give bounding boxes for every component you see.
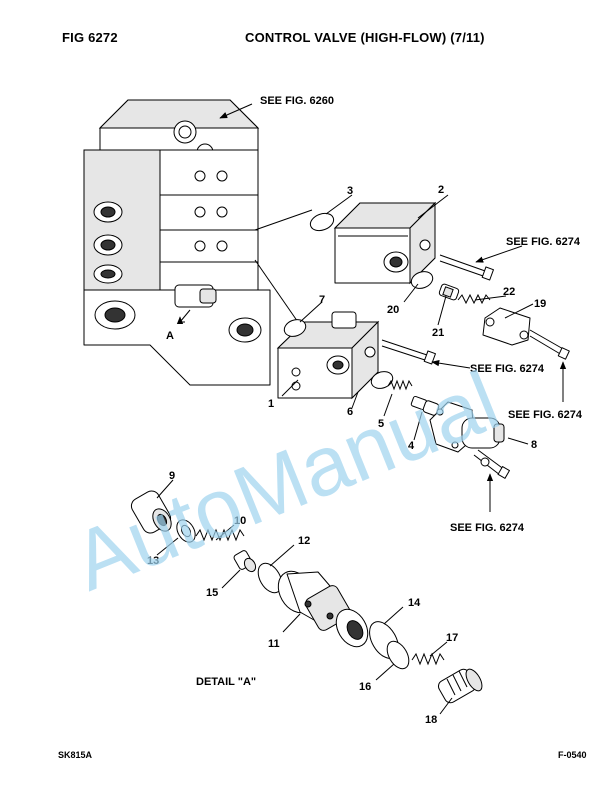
sheet-number: SK815A (58, 750, 93, 760)
callout-5: 5 (378, 418, 384, 430)
callout-17: 17 (446, 632, 458, 644)
callout-2: 2 (438, 184, 444, 196)
part-6-o-ring (370, 371, 394, 389)
reference-fig-6274-d: SEE FIG. 6274 (450, 522, 525, 534)
part-17-spring (411, 652, 445, 666)
part-22-spring (457, 293, 491, 305)
callout-8: 8 (531, 439, 537, 451)
part-10-spring (195, 528, 245, 542)
part-4-poppet (410, 395, 440, 416)
callout-7: 7 (319, 294, 325, 306)
detail-label: DETAIL "A" (196, 676, 256, 688)
part-20-o-ring (410, 271, 434, 289)
callout-19: 19 (534, 298, 546, 310)
part-21-fitting (438, 283, 460, 301)
part-3-o-ring (309, 212, 335, 232)
part-15-poppet (233, 550, 257, 573)
reference-fig-6274-b: SEE FIG. 6274 (470, 363, 545, 375)
callout-16: 16 (359, 681, 371, 693)
figure-code: F-0540 (558, 750, 587, 760)
callout-4: 4 (408, 440, 415, 452)
callout-12: 12 (298, 535, 310, 547)
part-7-o-ring (283, 319, 307, 337)
part-9-plug (130, 490, 172, 534)
part-2-valve-block (333, 201, 437, 285)
reference-fig-6274-c: SEE FIG. 6274 (508, 409, 583, 421)
part-12-o-ring (257, 562, 283, 594)
callout-14: 14 (408, 597, 421, 609)
callout-20: 20 (387, 304, 399, 316)
callout-3: 3 (347, 185, 353, 197)
callout-15: 15 (206, 587, 218, 599)
part-2-bolt (439, 254, 494, 281)
callout-10: 10 (234, 515, 246, 527)
callout-18: 18 (425, 714, 437, 726)
callout-leaders (156, 194, 534, 715)
detail-view-letter: A (166, 330, 174, 342)
part-16-o-ring (386, 640, 410, 670)
reference-fig-6274-a: SEE FIG. 6274 (506, 236, 581, 248)
callout-13: 13 (147, 555, 159, 567)
part-5-spring (387, 379, 413, 391)
part-1-valve-block (276, 311, 380, 400)
valve-stack-assembly: A (83, 99, 271, 386)
callout-21: 21 (432, 327, 444, 339)
part-18-adjusting-screw (437, 668, 483, 704)
callout-6: 6 (347, 406, 353, 418)
figure-number: FIG 6272 (62, 30, 118, 45)
figure-title: CONTROL VALVE (HIGH-FLOW) (7/11) (245, 30, 485, 45)
part-8-solenoid (429, 401, 510, 479)
callout-22: 22 (503, 286, 515, 298)
part-13-washer (176, 519, 196, 543)
callout-11: 11 (268, 638, 280, 650)
part-19-plate (482, 307, 570, 360)
part-11-valve-body (277, 570, 369, 648)
callout-1: 1 (268, 398, 274, 410)
callout-9: 9 (169, 470, 175, 482)
reference-fig-6260: SEE FIG. 6260 (260, 95, 334, 107)
part-1-bolt (381, 339, 436, 365)
